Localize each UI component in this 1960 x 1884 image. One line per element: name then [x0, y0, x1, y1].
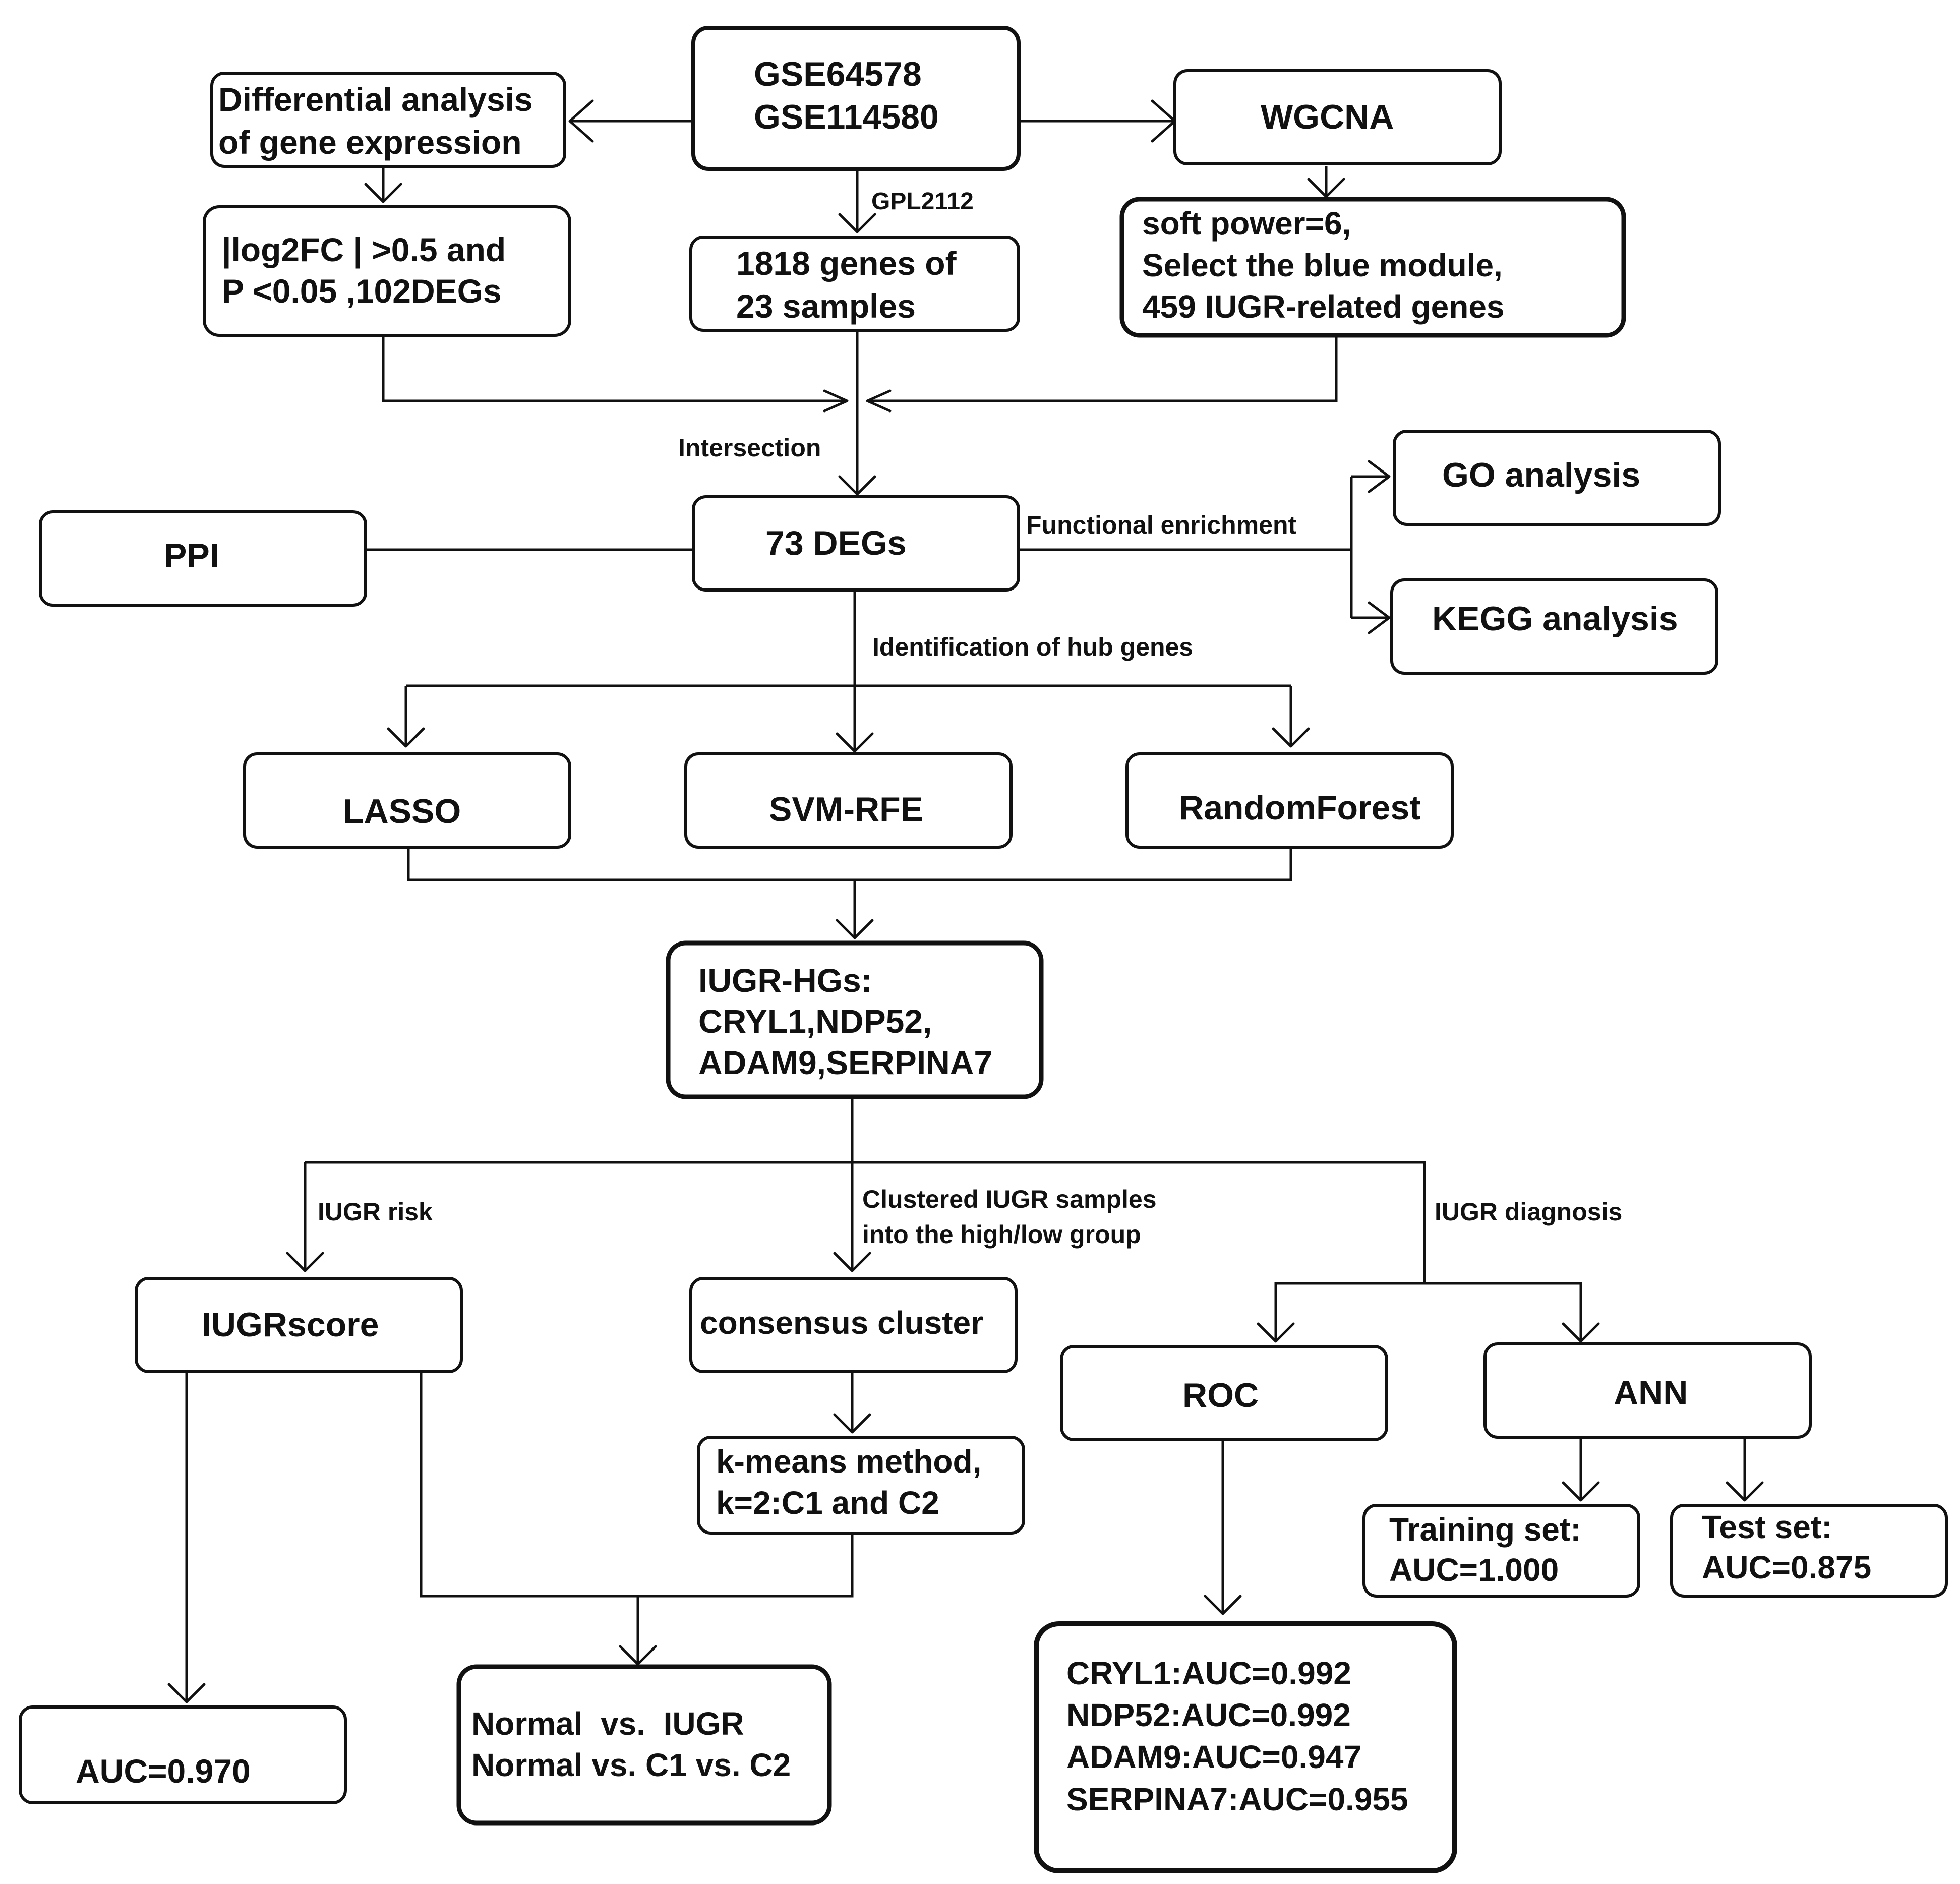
node-svm-rfe: SVM-RFE: [684, 752, 1013, 849]
node-go-analysis: GO analysis: [1393, 430, 1721, 526]
svg-text:ROC: ROC: [1182, 1376, 1259, 1415]
node-iugrscore: IUGRscore: [135, 1277, 463, 1373]
edge-label-iugr-risk: IUGR risk: [318, 1198, 433, 1226]
node-consensus-cluster: consensus cluster: [689, 1277, 1018, 1373]
node-test-set: Test set:AUC=0.875: [1670, 1504, 1948, 1598]
svg-text:Training set:AUC=1.000: Training set:AUC=1.000: [1389, 1511, 1581, 1588]
edge-label-clustered: Clustered IUGR samples into the high/low…: [862, 1185, 1163, 1249]
node-roc: ROC: [1060, 1345, 1388, 1441]
connectors: [167, 99, 1764, 1703]
node-73-degs: 73 DEGs: [692, 495, 1020, 592]
svg-text:soft power=6,Select the blue m: soft power=6,Select the blue module,459 …: [1142, 205, 1505, 325]
svg-text:IUGR-HGs:CRYL1,NDP52,ADAM9,SER: IUGR-HGs:CRYL1,NDP52,ADAM9,SERPINA7: [698, 962, 992, 1081]
svg-text:Test set:AUC=0.875: Test set:AUC=0.875: [1702, 1509, 1871, 1585]
svg-text:AUC=0.970: AUC=0.970: [76, 1752, 251, 1790]
node-wgcna-module: soft power=6,Select the blue module,459 …: [1119, 197, 1626, 338]
svg-text:RandomForest: RandomForest: [1179, 789, 1421, 827]
edge-label-functional-enrichment: Functional enrichment: [1026, 511, 1297, 539]
svg-text:PPI: PPI: [164, 537, 219, 575]
svg-text:consensus cluster: consensus cluster: [700, 1305, 983, 1341]
svg-text:GO analysis: GO analysis: [1442, 456, 1640, 494]
edge-label-intersection: Intersection: [678, 434, 821, 462]
node-ann: ANN: [1483, 1342, 1812, 1439]
node-ppi: PPI: [39, 510, 367, 607]
node-random-forest: RandomForest: [1125, 752, 1454, 849]
node-kegg-analysis: KEGG analysis: [1390, 578, 1718, 675]
svg-text:IUGRscore: IUGRscore: [202, 1306, 379, 1344]
node-lasso: LASSO: [243, 752, 571, 849]
node-kmeans: k-means method,k=2:C1 and C2: [697, 1436, 1025, 1535]
svg-text:LASSO: LASSO: [343, 792, 461, 831]
node-wgcna: WGCNA: [1173, 69, 1502, 165]
svg-text:73 DEGs: 73 DEGs: [765, 524, 907, 562]
svg-text:ANN: ANN: [1614, 1374, 1688, 1412]
svg-text:k-means method,k=2:C1 and C2: k-means method,k=2:C1 and C2: [716, 1443, 981, 1521]
node-hub-genes: IUGR-HGs:CRYL1,NDP52,ADAM9,SERPINA7: [666, 940, 1044, 1099]
svg-text:SVM-RFE: SVM-RFE: [769, 790, 923, 829]
svg-text:KEGG analysis: KEGG analysis: [1432, 600, 1678, 638]
node-training-set: Training set:AUC=1.000: [1362, 1504, 1640, 1598]
edge-label-iugr-diagnosis: IUGR diagnosis: [1435, 1198, 1622, 1226]
edge-label-gpl: GPL2112: [871, 188, 974, 215]
node-auc-score: AUC=0.970: [19, 1705, 347, 1804]
svg-text:WGCNA: WGCNA: [1261, 98, 1394, 136]
edge-label-hub-identification: Identification of hub genes: [872, 633, 1193, 661]
